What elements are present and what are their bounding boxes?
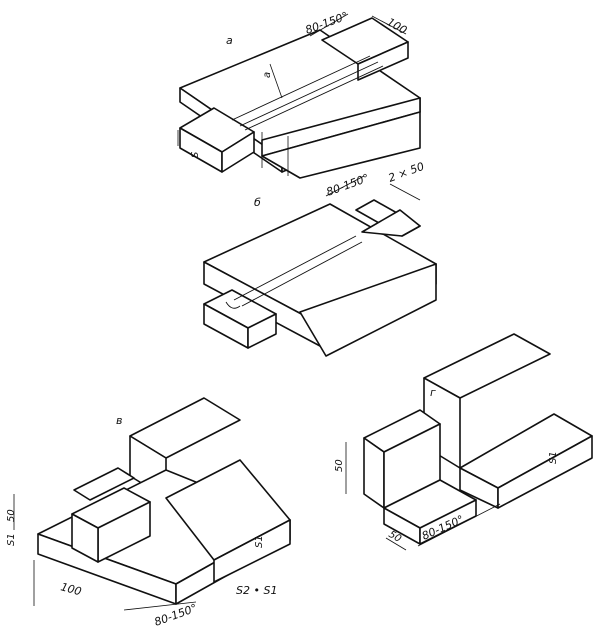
joint-a xyxy=(177,13,421,179)
dim-b-gap: 80-150° xyxy=(325,171,371,198)
formula-v: S2 • S1 xyxy=(236,584,277,597)
dim-v-s1: S1 xyxy=(6,533,17,546)
dim-v-gap: 80-150° xyxy=(153,601,199,628)
joint-b xyxy=(203,175,437,357)
mark-a-top: a xyxy=(262,72,273,78)
joint-g xyxy=(345,333,593,551)
dim-g-50-vert: 50 xyxy=(334,459,345,472)
joint-v xyxy=(13,397,291,611)
mark-a-side: S xyxy=(190,151,201,158)
mark-g-side: S1 xyxy=(548,451,559,464)
label-v: в xyxy=(116,414,122,427)
dim-v-100: 100 xyxy=(59,580,83,598)
dim-v-50: 50 xyxy=(6,509,17,522)
mark-v-side: S1 xyxy=(254,535,265,548)
dim-b-width: 2 × 50 xyxy=(387,160,426,185)
label-g: г xyxy=(430,386,436,399)
label-a: a xyxy=(226,34,233,47)
label-b: б xyxy=(254,196,261,209)
